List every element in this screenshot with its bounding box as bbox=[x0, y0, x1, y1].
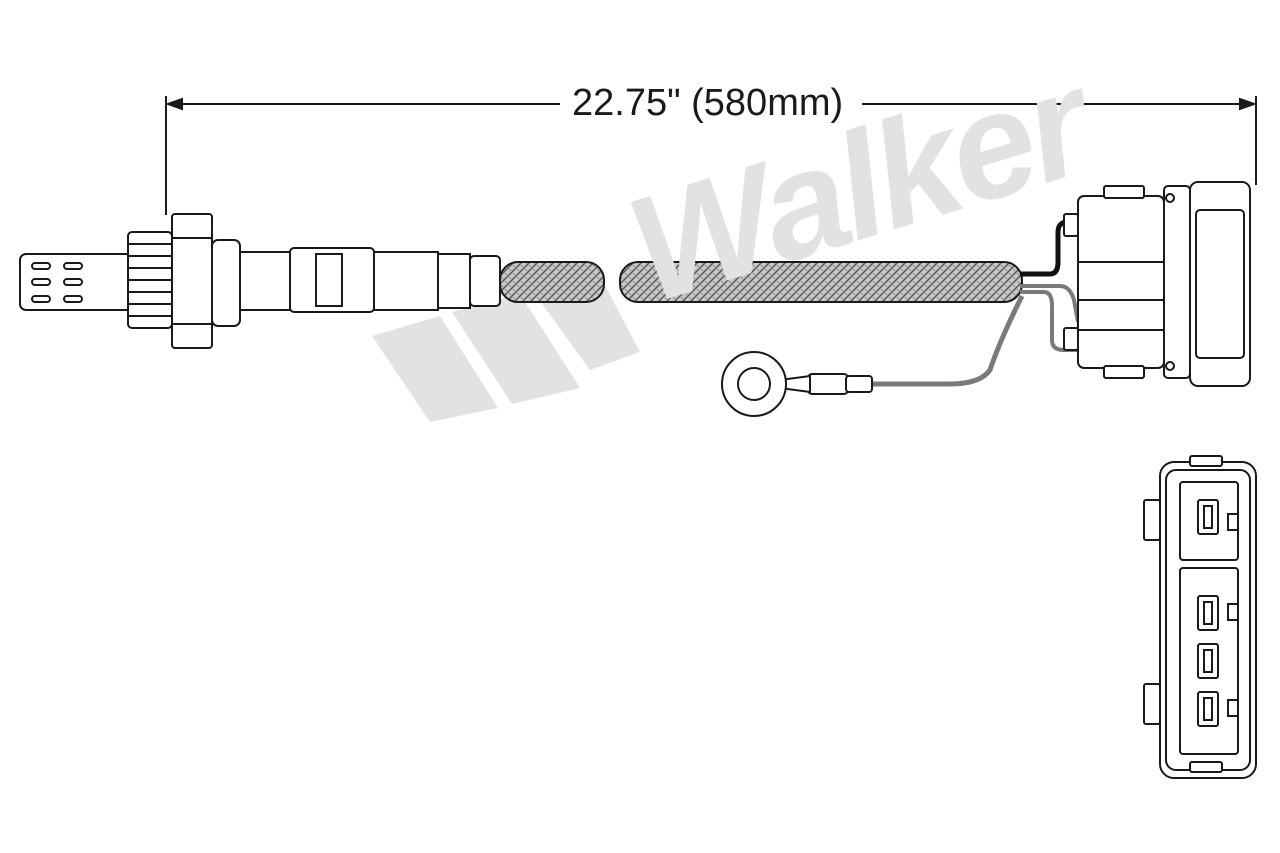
sensor-shell bbox=[211, 239, 501, 327]
ground-ring-terminal bbox=[721, 351, 873, 417]
sensor-thread bbox=[127, 231, 173, 329]
connector-side-view bbox=[1063, 181, 1251, 387]
sensor-tip bbox=[19, 253, 133, 311]
dimension-line bbox=[165, 96, 1257, 215]
dimension-label: 22.75" (580mm) bbox=[566, 80, 850, 126]
connector-front-view bbox=[1143, 455, 1257, 779]
sensor-hex-nut bbox=[171, 213, 213, 349]
braided-cable bbox=[499, 261, 1023, 303]
